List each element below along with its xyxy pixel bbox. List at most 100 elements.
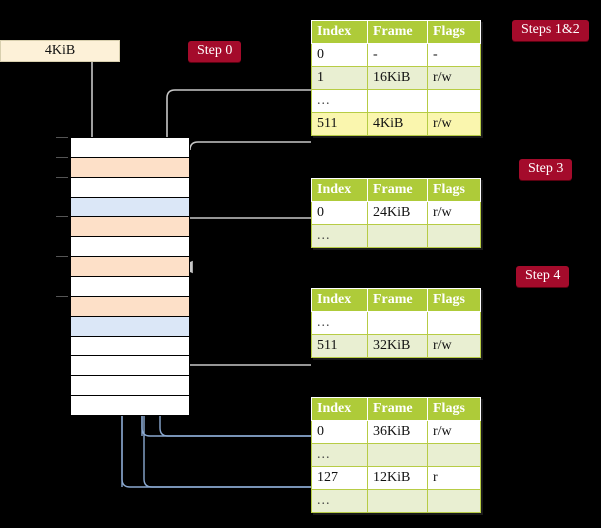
memory-frame-row	[70, 216, 190, 238]
column-header-flags: Flags	[427, 178, 481, 202]
cell-flags: r/w	[427, 420, 481, 444]
column-header-index: Index	[311, 178, 368, 202]
cell-frame: 16KiB	[367, 66, 428, 90]
memory-frame-row	[70, 137, 190, 158]
cell-index: 127	[311, 466, 368, 490]
memory-frame-row	[70, 256, 190, 277]
column-header-flags: Flags	[427, 20, 481, 44]
cell-frame: -	[367, 43, 428, 67]
column-header-frame: Frame	[367, 288, 428, 312]
badge-step-3: Step 3	[519, 159, 573, 180]
memory-column	[56, 137, 190, 416]
cell-index: 1	[311, 66, 368, 90]
table-row: ...	[311, 224, 481, 248]
cell-index: 0	[311, 420, 368, 444]
memory-frame-row	[70, 276, 190, 297]
cell-frame: 4KiB	[367, 112, 428, 136]
cell-frame: 36KiB	[367, 420, 428, 444]
badge-step-0: Step 0	[188, 41, 242, 62]
wire-t4r0-corner	[141, 415, 311, 437]
wire-t4r0-lead	[159, 415, 311, 437]
memory-frame-row	[70, 236, 190, 258]
column-header-flags: Flags	[427, 397, 481, 421]
cell-frame	[367, 443, 428, 467]
memory-row-tick	[56, 295, 68, 297]
column-header-index: Index	[311, 288, 368, 312]
cell-index: ...	[311, 443, 368, 467]
table-row: ...	[311, 89, 481, 113]
cell-frame	[367, 311, 428, 335]
wire-t4r127-corner	[121, 415, 311, 488]
cell-index: 511	[311, 112, 368, 136]
cell-index: ...	[311, 311, 368, 335]
cell-flags: r/w	[427, 201, 481, 225]
badge-steps-1-2: Steps 1&2	[512, 20, 589, 41]
cell-flags: r/w	[427, 66, 481, 90]
table-row: ...	[311, 311, 481, 335]
memory-frame-row	[70, 156, 190, 178]
cell-flags: r/w	[427, 112, 481, 136]
memory-row-tick	[56, 256, 68, 258]
cell-frame	[367, 224, 428, 248]
cell-frame	[367, 489, 428, 513]
memory-row-tick	[56, 216, 68, 218]
wire-t4r127-lead	[143, 415, 311, 488]
memory-frame-row	[70, 335, 190, 357]
memory-frame-row	[70, 295, 190, 317]
column-header-frame: Frame	[367, 178, 428, 202]
memory-frame-row	[70, 315, 190, 337]
cell-index: 511	[311, 334, 368, 358]
wire-t1r511-lead	[189, 141, 311, 151]
cell-flags: r	[427, 466, 481, 490]
cell-flags	[427, 311, 481, 335]
cell-frame	[367, 89, 428, 113]
cell-index: ...	[311, 89, 368, 113]
cell-flags: -	[427, 43, 481, 67]
memory-frame-row	[70, 395, 190, 416]
memory-row-tick	[56, 137, 68, 138]
memory-frame-row	[70, 196, 190, 218]
column-header-frame: Frame	[367, 20, 428, 44]
wire-t2r0-to-mem	[179, 217, 311, 274]
cell-index: 0	[311, 201, 368, 225]
cell-flags	[427, 224, 481, 248]
table-row: 0--	[311, 43, 481, 67]
cell-flags	[427, 443, 481, 467]
cell-flags	[427, 489, 481, 513]
column-header-index: Index	[311, 20, 368, 44]
column-header-index: Index	[311, 397, 368, 421]
table-row: ...	[311, 489, 481, 513]
cell-frame: 32KiB	[367, 334, 428, 358]
cell-frame: 24KiB	[367, 201, 428, 225]
badge-step-4: Step 4	[516, 266, 570, 287]
cell-flags: r/w	[427, 334, 481, 358]
memory-frame-row	[70, 355, 190, 377]
memory-row-tick	[56, 176, 68, 178]
cell-index: 0	[311, 43, 368, 67]
table-row: ...	[311, 443, 481, 467]
cell-index: ...	[311, 489, 368, 513]
column-header-flags: Flags	[427, 288, 481, 312]
source-page-box: 4KiB	[0, 40, 120, 62]
cell-index: ...	[311, 224, 368, 248]
memory-row-tick	[56, 156, 68, 158]
